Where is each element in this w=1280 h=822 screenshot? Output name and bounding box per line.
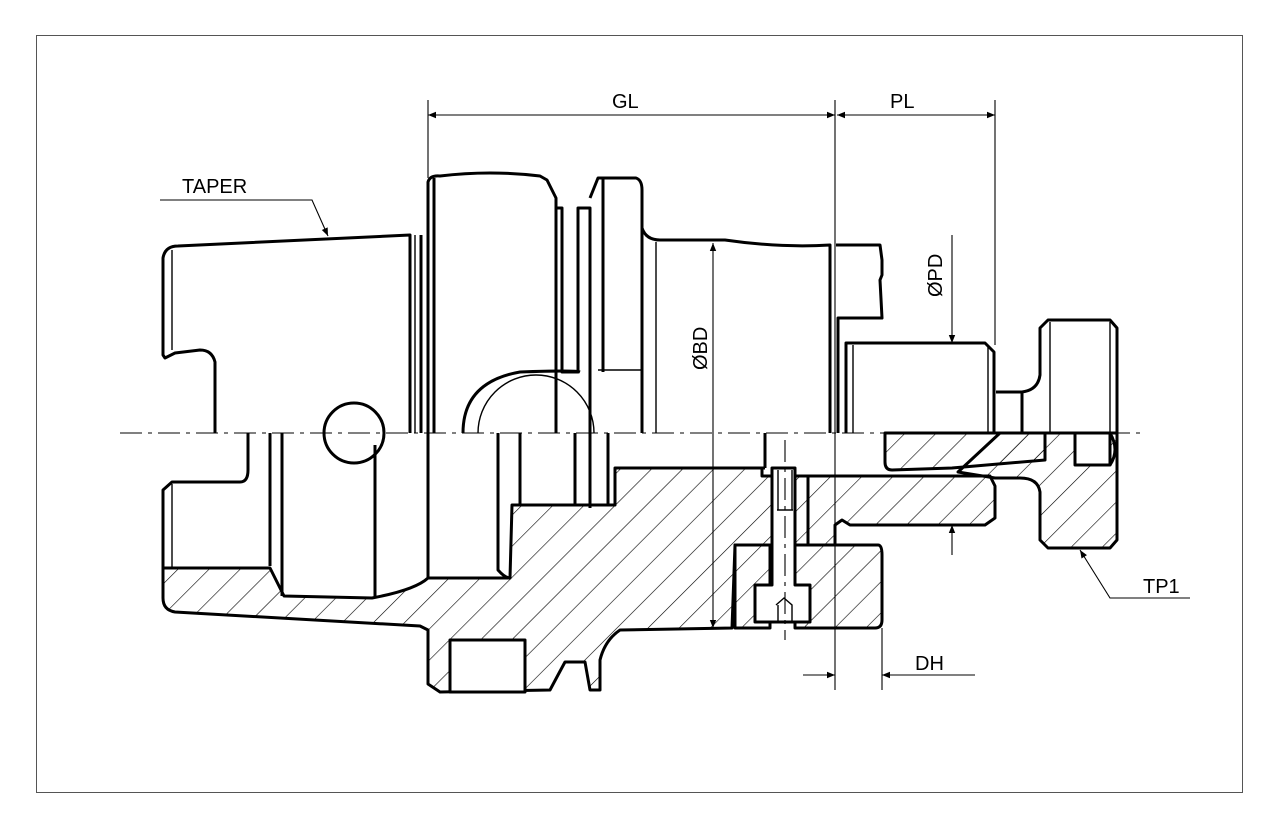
tp1-leader (1079, 549, 1190, 599)
body-outline (640, 227, 832, 433)
pilot-outline (844, 341, 996, 433)
nut-outline (836, 243, 884, 433)
pocket-right-section (793, 543, 884, 630)
dimensions (160, 100, 1190, 690)
screw-head-outline (996, 318, 1119, 433)
bd-label: ØBD (690, 327, 712, 370)
key-slot (448, 638, 527, 694)
screw-section (753, 466, 812, 624)
tp1-label: TP1 (1143, 576, 1180, 598)
taper-leader (160, 199, 329, 237)
dh-label: DH (915, 653, 944, 675)
taper-label: TAPER (182, 176, 247, 198)
drive-slot-arc (461, 369, 581, 434)
pl-label: PL (890, 91, 914, 113)
flange-section (806, 474, 997, 547)
flange-outline (426, 171, 558, 433)
pd-label: ØPD (925, 254, 947, 297)
drawing-frame (36, 35, 1243, 793)
upper-view (161, 171, 1119, 465)
taper-outline (161, 233, 412, 433)
body-section (161, 466, 810, 694)
gl-label: GL (612, 91, 639, 113)
lower-section (161, 431, 1119, 694)
